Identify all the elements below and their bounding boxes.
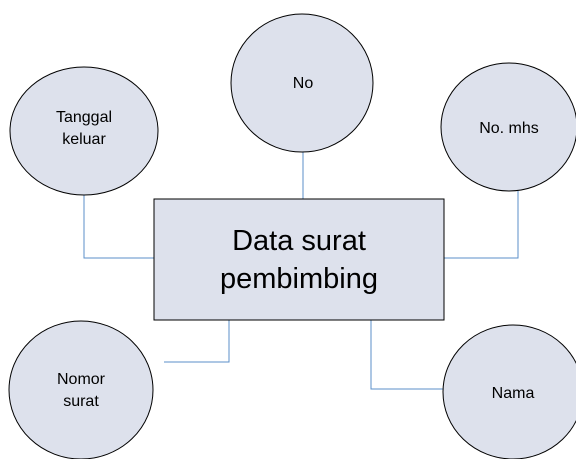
attribute-no: No: [230, 13, 374, 153]
connector-nama: [370, 320, 447, 390]
attribute-nomor-surat-label-2: surat: [63, 393, 99, 410]
attribute-nomor-surat-label: Nomor: [57, 371, 106, 388]
attribute-no-mhs: No. mhs: [440, 62, 576, 192]
attribute-tanggal-keluar: Tanggal keluar: [9, 66, 159, 196]
attribute-nomor-surat: Nomor surat: [8, 320, 154, 459]
entity-box: [153, 198, 445, 321]
attribute-no-label: No: [293, 75, 314, 92]
entity-data-surat-pembimbing: Data surat pembimbing: [153, 198, 445, 321]
attribute-nama-label: Nama: [492, 385, 535, 402]
attribute-nama: Nama: [442, 324, 576, 459]
attribute-nama-circle: [442, 324, 576, 459]
connectors: [83, 152, 519, 390]
connector-no-mhs: [444, 191, 519, 259]
connector-tanggal-keluar: [83, 195, 154, 259]
attribute-no-mhs-circle: [440, 62, 576, 192]
connector-nomor-surat: [164, 320, 230, 363]
entity-label-line-2: pembimbing: [220, 263, 378, 295]
attribute-tanggal-keluar-label: Tanggal: [56, 109, 112, 126]
attribute-tanggal-keluar-circle: [9, 66, 159, 196]
attribute-no-circle: [230, 13, 374, 153]
attribute-tanggal-keluar-label-2: keluar: [62, 131, 106, 148]
attribute-nomor-surat-circle: [8, 320, 154, 459]
attribute-no-mhs-label: No. mhs: [479, 120, 539, 137]
entity-label-line-1: Data surat: [232, 225, 366, 257]
